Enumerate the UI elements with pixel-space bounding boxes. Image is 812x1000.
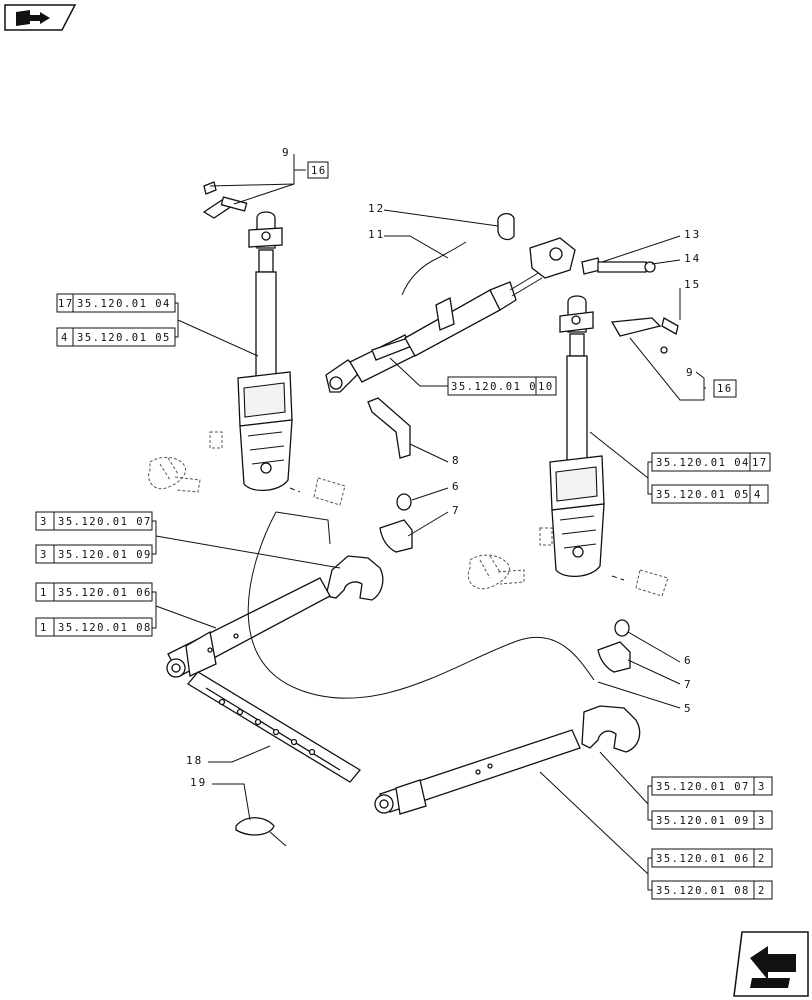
callout-13: 13 <box>684 228 701 241</box>
part-12-clip <box>497 212 515 241</box>
upper-hook <box>325 555 384 601</box>
ref-code-03: 35.120.01 03 <box>451 381 545 393</box>
ref-box-16-top[interactable]: 16 <box>307 161 329 179</box>
ref-code-08-left: 35.120.01 08 <box>58 622 152 634</box>
part-11-cable <box>401 241 467 296</box>
ref-box-35-120-01-07-right[interactable]: 35.120.01 07 3 <box>651 776 773 796</box>
ref-box-16-right[interactable]: 16 <box>713 379 737 398</box>
part-7-lower <box>597 641 631 673</box>
ref-qty-10: 10 <box>538 381 554 393</box>
callout-12: 12 <box>368 202 385 215</box>
right-chain-ghost <box>467 527 669 597</box>
callout-15: 15 <box>684 278 701 291</box>
callout-8: 8 <box>452 454 461 467</box>
ref-qty-2-right-06: 2 <box>758 853 766 865</box>
ref-qty-4-right: 4 <box>754 489 762 501</box>
callout-6-lower: 6 <box>684 654 693 667</box>
right-pin-part-9 <box>610 317 679 354</box>
ref-code-06-left: 35.120.01 06 <box>58 587 152 599</box>
ref-box-35-120-01-07-left[interactable]: 3 35.120.01 07 <box>35 511 153 531</box>
ref-qty-4-left: 4 <box>61 332 69 344</box>
ref-code-08-right: 35.120.01 08 <box>656 885 750 897</box>
part-13-14-pin <box>581 257 656 275</box>
ref-code-07-right: 35.120.01 07 <box>656 781 750 793</box>
ref-code-09-left: 35.120.01 09 <box>58 549 152 561</box>
ref-box-35-120-01-05-right[interactable]: 35.120.01 05 4 <box>651 484 769 504</box>
ref-box-35-120-01-09-left[interactable]: 3 35.120.01 09 <box>35 544 153 564</box>
callout-19: 19 <box>190 776 207 789</box>
callout-18: 18 <box>186 754 203 767</box>
center-top-link <box>325 237 576 459</box>
ref-box-35-120-01-03[interactable]: 35.120.01 03 10 <box>447 376 557 396</box>
ref-qty-2-right-08: 2 <box>758 885 766 897</box>
ref-16-right-text: 16 <box>717 383 733 395</box>
part-18-stabilizer-bar <box>187 671 361 783</box>
ref-box-35-120-01-04-left[interactable]: 17 35.120.01 04 <box>56 293 176 313</box>
ref-qty-3-right-09: 3 <box>758 815 766 827</box>
callout-7-upper: 7 <box>452 504 461 517</box>
next-page-arrow-icon[interactable] <box>733 931 809 997</box>
right-lift-rod <box>549 295 605 577</box>
ref-code-07-left: 35.120.01 07 <box>58 516 152 528</box>
ref-code-09-right: 35.120.01 09 <box>656 815 750 827</box>
ref-qty-17-left: 17 <box>58 298 74 310</box>
right-lower-link <box>374 729 581 815</box>
part-7-upper <box>379 519 413 553</box>
part-19-clip <box>235 817 275 836</box>
ref-qty-3-left-09: 3 <box>40 549 48 561</box>
ref-qty-3-left-07: 3 <box>40 516 48 528</box>
ref-box-35-120-01-04-right[interactable]: 35.120.01 04 17 <box>651 452 771 472</box>
left-lower-link <box>166 577 331 678</box>
ref-qty-17-right: 17 <box>752 457 768 469</box>
ref-code-04-left: 35.120.01 04 <box>77 298 171 310</box>
book-arrow-icon[interactable] <box>4 4 77 31</box>
callout-9-right: 9 <box>686 366 695 379</box>
left-pin-part-9 <box>202 181 248 219</box>
ref-box-35-120-01-09-right[interactable]: 35.120.01 09 3 <box>651 810 773 830</box>
ref-code-05-right: 35.120.01 05 <box>656 489 750 501</box>
ref-code-04-right: 35.120.01 04 <box>656 457 750 469</box>
ref-qty-1-left-08: 1 <box>40 622 48 634</box>
ref-box-35-120-01-08-right[interactable]: 35.120.01 08 2 <box>651 880 773 900</box>
leader-lines <box>152 154 706 891</box>
lower-hook <box>581 705 641 753</box>
callout-7-lower: 7 <box>684 678 693 691</box>
callout-numbers: 9 12 11 13 14 15 9 8 6 7 6 7 5 18 19 <box>186 146 701 789</box>
part-6-lower <box>614 619 630 637</box>
ref-box-35-120-01-06-right[interactable]: 35.120.01 06 2 <box>651 848 773 868</box>
part-6-upper <box>396 493 412 511</box>
ref-qty-1-left-06: 1 <box>40 587 48 599</box>
left-chain-ghost <box>148 431 346 506</box>
callout-6-upper: 6 <box>452 480 461 493</box>
part-5-cable <box>247 511 595 699</box>
callout-5: 5 <box>684 702 693 715</box>
ref-16-top-text: 16 <box>311 165 327 177</box>
ref-box-35-120-01-05-left[interactable]: 4 35.120.01 05 <box>56 327 176 347</box>
ref-box-35-120-01-06-left[interactable]: 1 35.120.01 06 <box>35 582 153 602</box>
ref-code-05-left: 35.120.01 05 <box>77 332 171 344</box>
ref-qty-3-right-07: 3 <box>758 781 766 793</box>
left-lift-rod <box>237 211 293 491</box>
ref-code-06-right: 35.120.01 06 <box>656 853 750 865</box>
ref-box-35-120-01-08-left[interactable]: 1 35.120.01 08 <box>35 617 153 637</box>
callout-9-top: 9 <box>282 146 291 159</box>
callout-14: 14 <box>684 252 701 265</box>
callout-11: 11 <box>368 228 385 241</box>
